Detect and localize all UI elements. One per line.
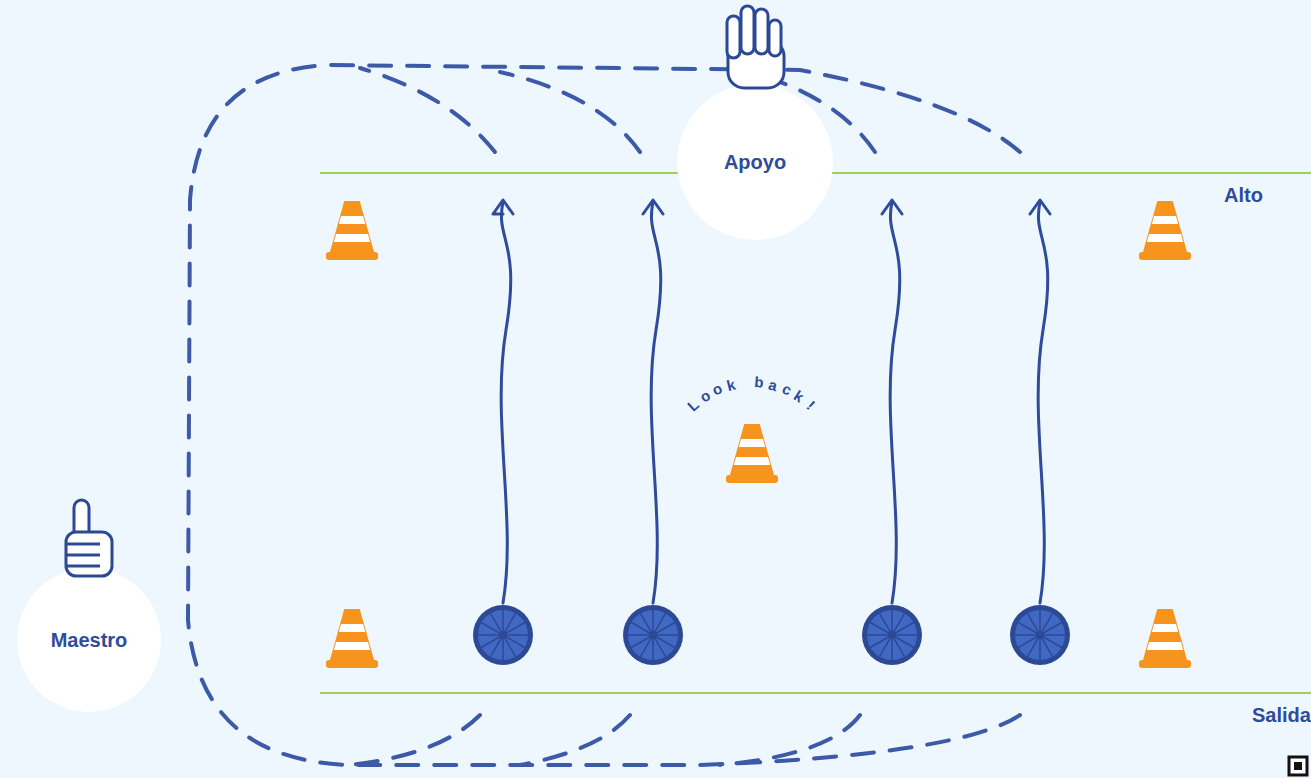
bike-wheel	[862, 605, 922, 665]
lane-arrow	[493, 200, 1050, 603]
bike-wheel	[623, 605, 683, 665]
corner-icon	[1289, 757, 1307, 775]
node-label: Apoyo	[724, 151, 786, 174]
teacher-circle: Maestro	[17, 568, 161, 712]
corner-icon	[1294, 762, 1302, 770]
bike-wheel	[1010, 605, 1070, 665]
traffic-cone	[1139, 202, 1191, 260]
traffic-cone	[326, 610, 378, 668]
start-line	[320, 692, 1311, 694]
bike-wheel	[473, 605, 533, 665]
traffic-cone	[1139, 610, 1191, 668]
cone-note: Look back!	[644, 362, 860, 442]
traffic-cone	[726, 425, 778, 483]
thumbs-up	[66, 500, 112, 576]
node-label: Maestro	[51, 629, 128, 652]
stop-hand	[727, 6, 784, 88]
traffic-cone	[326, 202, 378, 260]
line-label: Salida	[1252, 704, 1311, 727]
line-label: Alto	[1224, 184, 1263, 207]
return-path	[188, 65, 1020, 765]
support-circle: Apoyo	[677, 84, 833, 240]
